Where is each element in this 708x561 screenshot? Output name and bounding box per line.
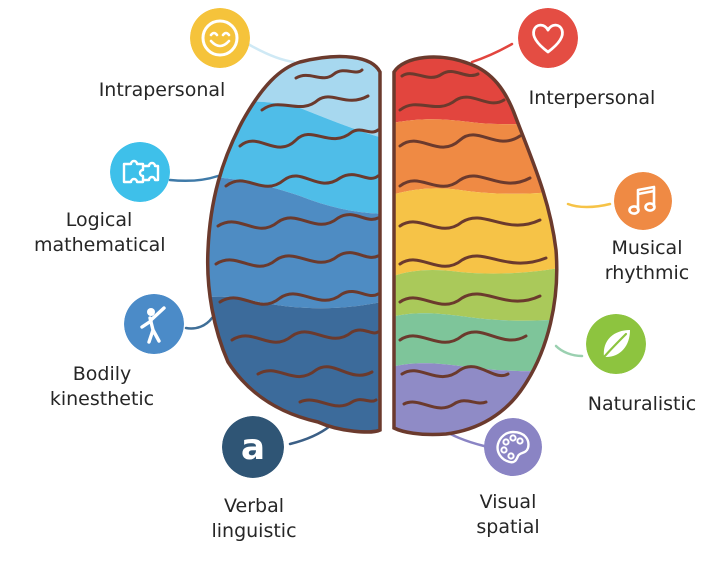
gyrus-20 (402, 399, 488, 410)
gyrus-12 (398, 95, 506, 112)
connector-interpersonal (470, 42, 514, 64)
gyrus-4 (224, 173, 380, 188)
connector-logical (168, 174, 220, 183)
svg-text:a: a (241, 427, 265, 468)
puzzle-icon (110, 142, 170, 202)
left-hemisphere-outline (205, 54, 382, 434)
smiley-face-icon (190, 8, 250, 68)
gyrus-19 (400, 365, 510, 379)
gyrus-14 (398, 174, 532, 188)
connector-musical (566, 202, 612, 209)
paint-palette-icon (484, 418, 542, 476)
gyrus-17 (398, 292, 542, 306)
gyrus-15 (398, 216, 542, 230)
right-hemisphere-outline (392, 55, 559, 437)
gyrus-5 (216, 213, 380, 230)
label-musical-rhythmic: Musical rhythmic (604, 237, 690, 284)
gyrus-3 (238, 128, 380, 149)
gyrus-1 (294, 68, 364, 80)
leaf-icon (586, 314, 646, 374)
music-note-icon (614, 172, 672, 230)
letter-a-icon: a (222, 416, 284, 478)
connector-intrapersonal (246, 42, 296, 64)
heart-icon (518, 8, 578, 68)
label-interpersonal: Interpersonal (528, 87, 656, 109)
connector-bodily (184, 316, 214, 330)
right-band-3 (394, 188, 557, 278)
gyrus-16 (398, 254, 548, 268)
gyrus-10 (298, 398, 378, 408)
connector-naturalistic (554, 344, 584, 358)
label-logical-mathematical: Logical mathematical (34, 209, 166, 256)
label-bodily-kinesthetic: Bodily kinesthetic (49, 363, 155, 410)
label-naturalistic: Naturalistic (587, 393, 697, 415)
gyrus-7 (218, 289, 380, 306)
connector-verbal (288, 424, 332, 446)
left-band-3 (207, 176, 380, 309)
left-band-2 (207, 101, 380, 214)
gyrus-8 (230, 328, 380, 344)
right-band-6 (394, 363, 557, 435)
gyrus-2 (260, 94, 370, 112)
gyrus-9 (256, 365, 374, 379)
gyrus-11 (400, 69, 480, 79)
stretching-person-icon (124, 294, 184, 354)
gyrus-6 (214, 251, 380, 268)
right-band-5 (394, 313, 557, 372)
label-verbal-linguistic: Verbal linguistic (211, 495, 297, 542)
gyrus-13 (398, 133, 522, 149)
label-visual-spatial: Visual spatial (476, 491, 540, 538)
label-intrapersonal: Intrapersonal (98, 79, 226, 101)
gyrus-18 (398, 330, 528, 344)
